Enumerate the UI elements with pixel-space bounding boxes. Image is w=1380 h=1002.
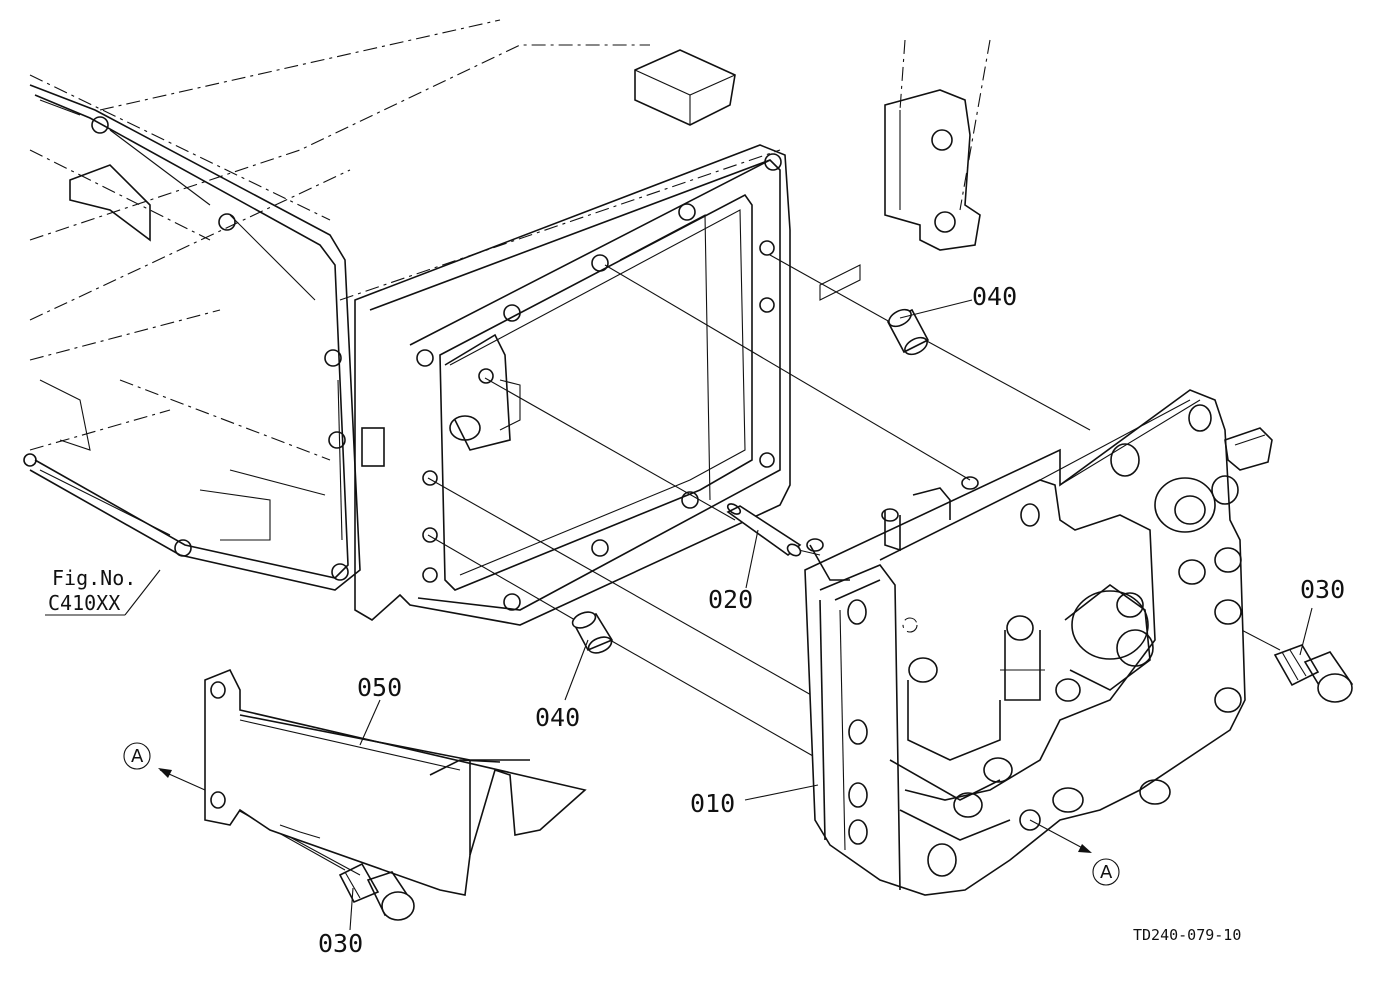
valve-assembly-010 [804, 389, 1273, 896]
callout-arrow-right [1029, 819, 1120, 886]
pipe-020 [726, 503, 802, 557]
label-030-right: 030 [1300, 575, 1345, 604]
label-010: 010 [690, 789, 735, 818]
plug-030-right [1273, 644, 1354, 703]
plug-030-left [338, 862, 415, 921]
transmission-case [23, 19, 991, 626]
leader-lines [45, 299, 1313, 931]
cover-plate-050 [204, 668, 587, 896]
figure-reference-line1: Fig.No. [52, 566, 136, 590]
callout-letter-left: A [131, 746, 144, 767]
dowel-pin-040-lower [571, 611, 614, 654]
label-040-bottom: 040 [535, 703, 580, 732]
callout-arrow-left [123, 742, 206, 791]
label-020: 020 [708, 585, 753, 614]
figure-reference-line2: C410XX [48, 591, 120, 615]
label-030-left: 030 [318, 929, 363, 958]
label-050: 050 [357, 673, 402, 702]
dowel-pin-040-upper [886, 308, 930, 356]
callout-letter-right: A [1100, 862, 1113, 883]
drawing-code: TD240-079-10 [1133, 926, 1241, 944]
label-040-top: 040 [972, 282, 1017, 311]
